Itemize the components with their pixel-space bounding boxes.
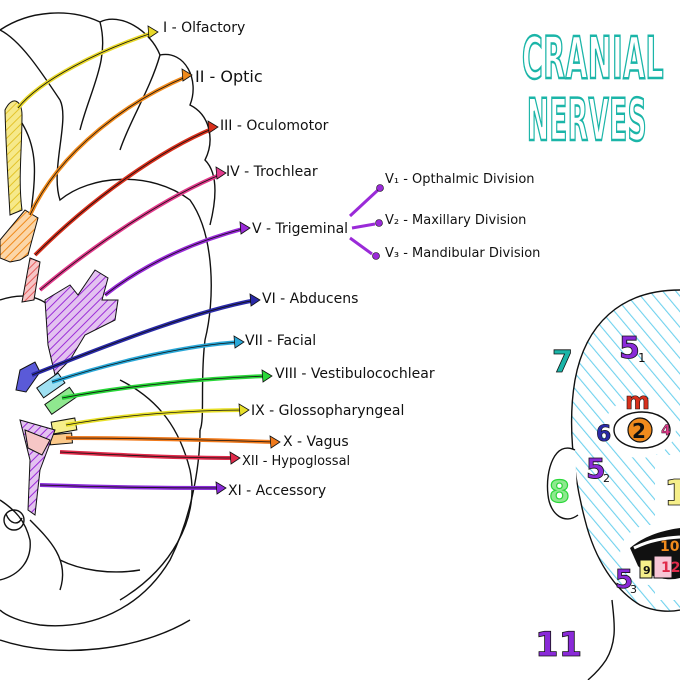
nerve-arrow-outline-5: [104, 227, 247, 296]
face-number-5-3: 5: [615, 565, 633, 595]
nerve-arrow-2: [28, 74, 189, 216]
nerve-arrowhead-7: [233, 335, 245, 349]
nerve-arrow-8: [61, 374, 269, 400]
face-number-6: 6: [596, 422, 611, 447]
nerve-arrowhead-2: [181, 68, 193, 82]
division-label-v2: V₂ - Maxillary Division: [385, 213, 526, 228]
nerve-arrow-4: [38, 172, 223, 292]
nerve-label-hypoglossal: XII - Hypoglossal: [242, 454, 350, 469]
face-number-10: 10: [660, 539, 680, 555]
nerve-arrow-outline-3: [34, 127, 215, 256]
nerve-arrowhead-9: [238, 403, 250, 417]
nerve-arrowhead-8: [261, 369, 273, 383]
nerve-arrowhead-11: [229, 451, 241, 465]
nerve-label-trigeminal: V - Trigeminal: [252, 221, 348, 237]
face-number-5-2-sub: 2: [603, 472, 610, 485]
nerve-arrow-outline-4: [39, 173, 223, 291]
nerve-label-vestibulocochlear: VIII - Vestibulocochlear: [275, 366, 435, 382]
division-arrowhead-3: [372, 252, 380, 260]
nerve-arrow-outline-8: [61, 375, 269, 399]
nerve-arrow-5: [103, 226, 247, 297]
face-number-3: m: [625, 387, 650, 415]
division-arrowhead-2: [375, 219, 383, 227]
nerve-labels: I - Olfactory II - Optic III - Oculomoto…: [163, 20, 435, 499]
nerve-arrowhead-4: [215, 166, 227, 180]
nerve-arrowhead-3: [207, 120, 219, 134]
division-label-v3: V₃ - Mandibular Division: [385, 246, 540, 261]
brain-outline: [0, 12, 216, 652]
nerve-label-vagus: X - Vagus: [283, 434, 349, 450]
division-label-v1: V₁ - Opthalmic Division: [385, 172, 535, 187]
title-line-2: NERVES: [527, 86, 647, 154]
face-number-4: 4: [661, 423, 671, 439]
division-arrow-3: [349, 236, 373, 256]
nerve-arrow-outline-10: [65, 437, 277, 443]
nerve-arrowhead-1: [147, 25, 159, 39]
nerve-arrowhead-12: [215, 481, 227, 495]
trigeminal-division-arrows: [348, 184, 384, 260]
face-number-2: 2: [632, 419, 646, 443]
nerve-label-glossopharyngeal: IX - Glossopharyngeal: [251, 403, 404, 419]
face-number-12: 12: [661, 560, 680, 576]
division-arrow-1: [348, 188, 380, 218]
nerve-arrowhead-6: [249, 293, 261, 307]
face-number-5-3-sub: 3: [630, 583, 637, 596]
nerve-label-facial: VII - Facial: [245, 333, 316, 349]
nerve-arrowhead-5: [239, 221, 251, 235]
nerve-label-trochlear: IV - Trochlear: [226, 164, 318, 180]
nerve-label-abducens: VI - Abducens: [262, 291, 358, 307]
nerve-arrow-outline-7: [51, 341, 241, 383]
nerve-label-oculomotor: III - Oculomotor: [220, 118, 329, 134]
nerve-arrowhead-10: [269, 435, 281, 449]
nerve-arrow-outline-9: [65, 409, 246, 426]
nerve-label-optic: II - Optic: [195, 67, 263, 86]
face-number-11: 11: [535, 625, 582, 665]
face-illustration: [546, 289, 680, 680]
nerve-arrows: [16, 25, 281, 495]
nerve-arrow-outline-1: [17, 31, 156, 109]
face-number-8: 8: [549, 475, 570, 510]
nerve-label-olfactory: I - Olfactory: [163, 20, 245, 36]
title: CRANIAL NERVES: [521, 23, 665, 156]
face-number-1: 1: [664, 473, 680, 514]
division-arrowhead-1: [376, 184, 384, 192]
nerve-arrow-outline-2: [29, 75, 189, 216]
nerve-label-accessory: XI - Accessory: [228, 483, 326, 499]
nerve-arrow-outline-11: [59, 451, 237, 459]
face-number-5-2: 5: [586, 452, 605, 485]
trigeminal-division-labels: V₁ - Opthalmic Division V₂ - Maxillary D…: [385, 172, 540, 261]
face-number-7: 7: [552, 345, 573, 380]
face-number-5-1: 5: [619, 331, 640, 366]
nerve-arrow-9: [65, 408, 246, 427]
face-numbers: 7 5 1 m 2 4 6 8 5 2 1 10 12 9 5 3 11: [535, 331, 680, 666]
division-arrow-2: [351, 222, 376, 230]
face-number-9: 9: [643, 564, 651, 577]
nerve-arrow-outline-12: [39, 484, 223, 489]
face-number-5-1-sub: 1: [638, 351, 646, 365]
nerve-arrow-7: [51, 340, 241, 384]
title-line-1: CRANIAL: [522, 24, 664, 92]
nerve-arrow-outline-6: [31, 299, 257, 376]
